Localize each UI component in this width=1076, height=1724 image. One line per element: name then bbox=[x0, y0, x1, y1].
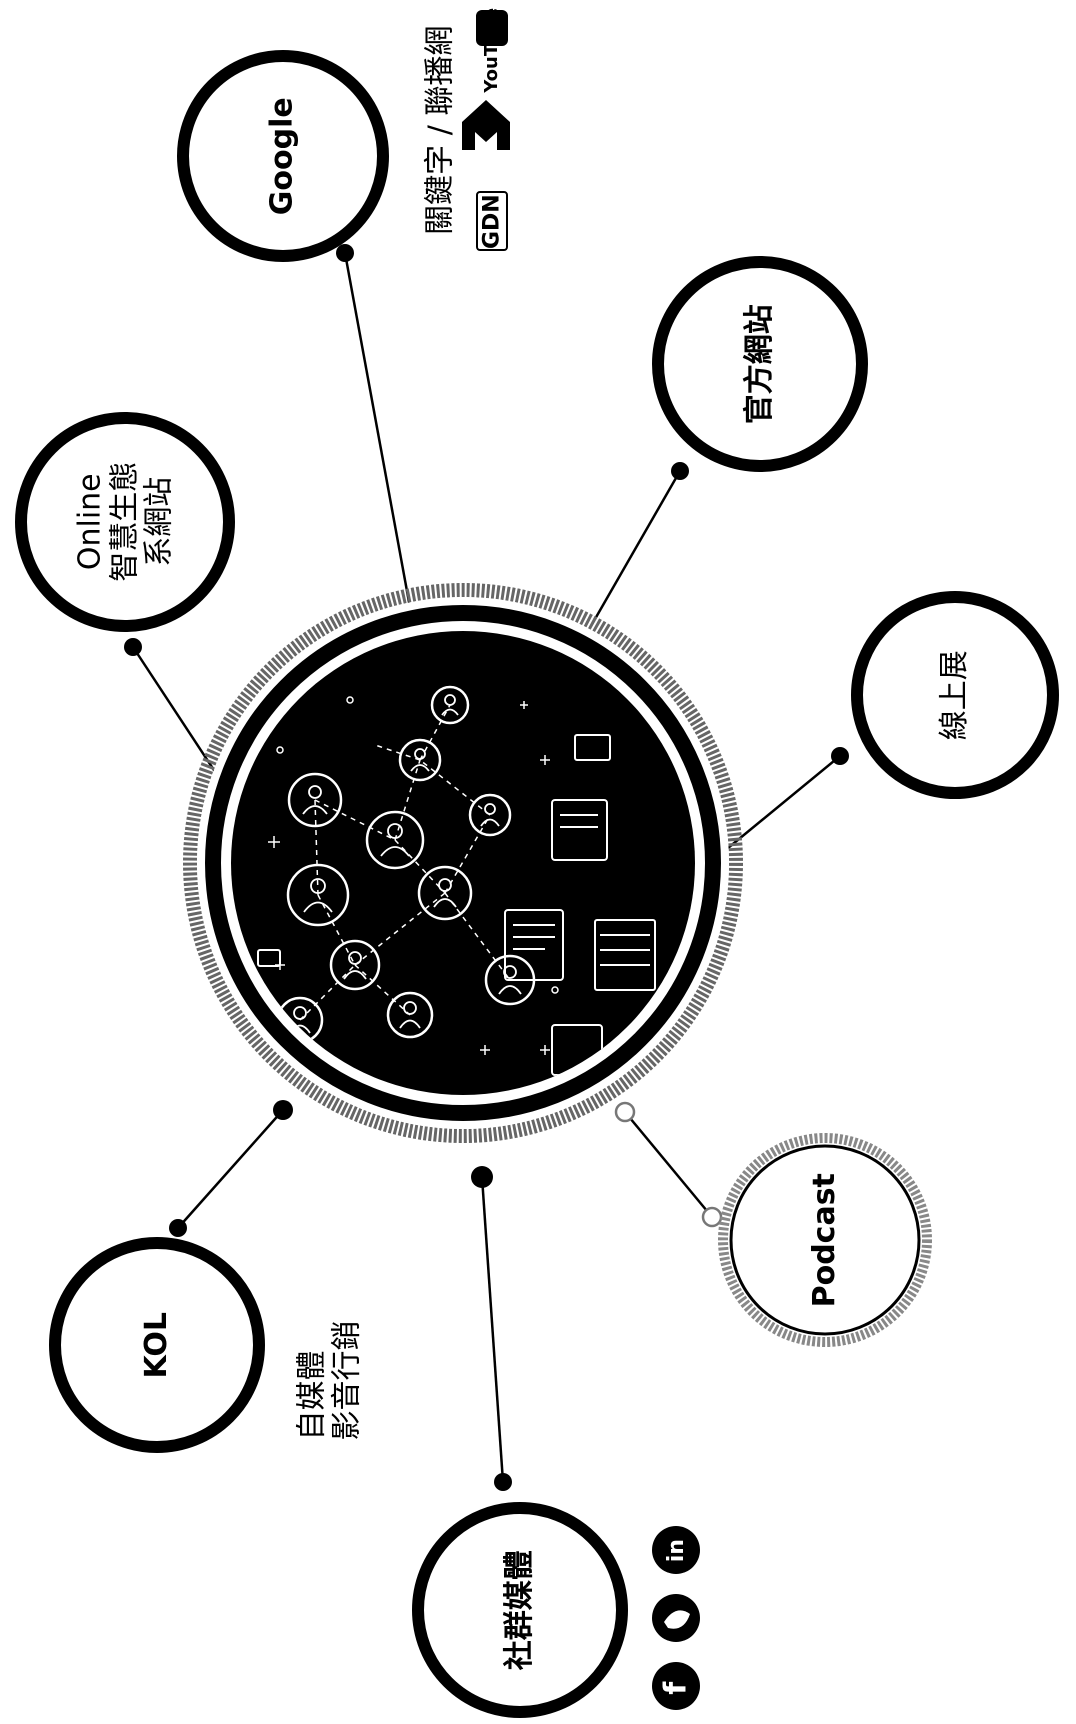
dot bbox=[831, 747, 849, 765]
dot bbox=[124, 638, 142, 656]
linkedin-icon bbox=[652, 1526, 700, 1574]
dot bbox=[169, 1219, 187, 1237]
online-label-line2: 智慧生態 bbox=[106, 461, 142, 582]
dot bbox=[701, 1206, 723, 1228]
dot bbox=[494, 1473, 512, 1491]
google-node bbox=[177, 50, 389, 262]
online-exhibition-node bbox=[851, 591, 1059, 799]
google-node-label: Google bbox=[264, 96, 300, 215]
kol-node bbox=[49, 1237, 265, 1453]
official-site-node-label: 官方網站 bbox=[741, 303, 777, 424]
connector-social bbox=[480, 1176, 505, 1483]
node-circles bbox=[15, 50, 1059, 1718]
google-annotation: 關鍵字 / 聯播網 bbox=[421, 25, 457, 235]
linkedin-glyph: in bbox=[663, 1538, 689, 1562]
facebook-glyph: f bbox=[657, 1681, 693, 1695]
connector-podcast bbox=[624, 1111, 713, 1218]
kol-annotation-line2: 影音行銷 bbox=[329, 1320, 364, 1440]
youtube-logo bbox=[476, 10, 508, 46]
dot bbox=[671, 462, 689, 480]
kol-annotation: 自媒體 影音行銷 bbox=[294, 1320, 365, 1440]
kol-annotation-line1: 自媒體 bbox=[294, 1350, 330, 1440]
online-label-line1: Online bbox=[72, 473, 108, 571]
dot bbox=[336, 244, 354, 262]
connector-kol bbox=[177, 1109, 284, 1229]
social-media-node bbox=[412, 1502, 628, 1718]
kol-node-label: KOL bbox=[138, 1311, 174, 1379]
youtube-logo-text: YouTube bbox=[480, 7, 502, 93]
dot bbox=[614, 1101, 636, 1123]
google-display-network-logo bbox=[476, 191, 508, 251]
gmail-logo bbox=[462, 100, 510, 150]
podcast-node-label: Podcast bbox=[806, 1172, 842, 1307]
podcast-node-circle bbox=[718, 1133, 932, 1347]
online-exhibition-node-label: 線上展 bbox=[936, 649, 972, 740]
facebook-icon bbox=[652, 1662, 700, 1710]
dot bbox=[471, 1166, 493, 1188]
twitter-bird-glyph bbox=[664, 1610, 690, 1629]
social-icon-circles bbox=[652, 1526, 700, 1710]
official-site-node bbox=[652, 256, 868, 472]
gdn-logo-text: GDN bbox=[479, 193, 505, 249]
podcast-dots bbox=[614, 1101, 723, 1228]
social-media-node-label: 社群媒體 bbox=[501, 1549, 537, 1670]
central-hub bbox=[183, 583, 743, 1143]
online-node bbox=[15, 412, 235, 632]
online-node-label: Online 智慧生態 系網站 bbox=[72, 461, 177, 582]
dot bbox=[273, 1100, 293, 1120]
online-label-line3: 系網站 bbox=[141, 476, 177, 567]
